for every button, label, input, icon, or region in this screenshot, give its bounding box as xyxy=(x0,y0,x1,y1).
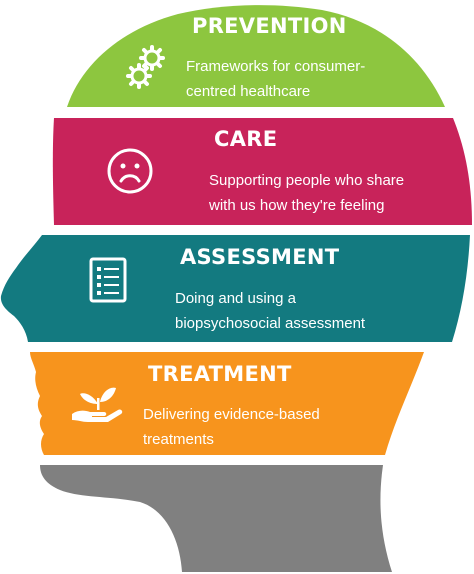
care-description-line1: Supporting people who share xyxy=(209,172,405,189)
care-description-line2: with us how they're feeling xyxy=(209,197,385,214)
treatment-band xyxy=(30,352,424,455)
prevention-title: PREVENTION xyxy=(192,14,347,38)
neck-band xyxy=(40,465,392,572)
hand-plant-icon xyxy=(72,387,123,422)
prevention-band xyxy=(67,5,445,107)
treatment-description-line1: Delivering evidence-based xyxy=(143,406,320,423)
assessment-band xyxy=(0,235,471,342)
treatment-description-line2: treatments xyxy=(143,431,214,448)
care-title: CARE xyxy=(214,127,278,151)
assessment-description-line1: Doing and using a xyxy=(175,290,296,307)
sad-face-icon xyxy=(107,148,153,194)
treatment-title: TREATMENT xyxy=(148,362,292,386)
assessment-title: ASSESSMENT xyxy=(180,245,340,269)
prevention-description-line2: centred healthcare xyxy=(186,83,311,100)
care-band xyxy=(52,118,472,225)
checklist-icon xyxy=(89,257,127,303)
assessment-description-line2: biopsychosocial assessment xyxy=(175,315,366,332)
gears-icon xyxy=(126,45,165,89)
prevention-description-line1: Frameworks for consumer- xyxy=(186,58,366,75)
